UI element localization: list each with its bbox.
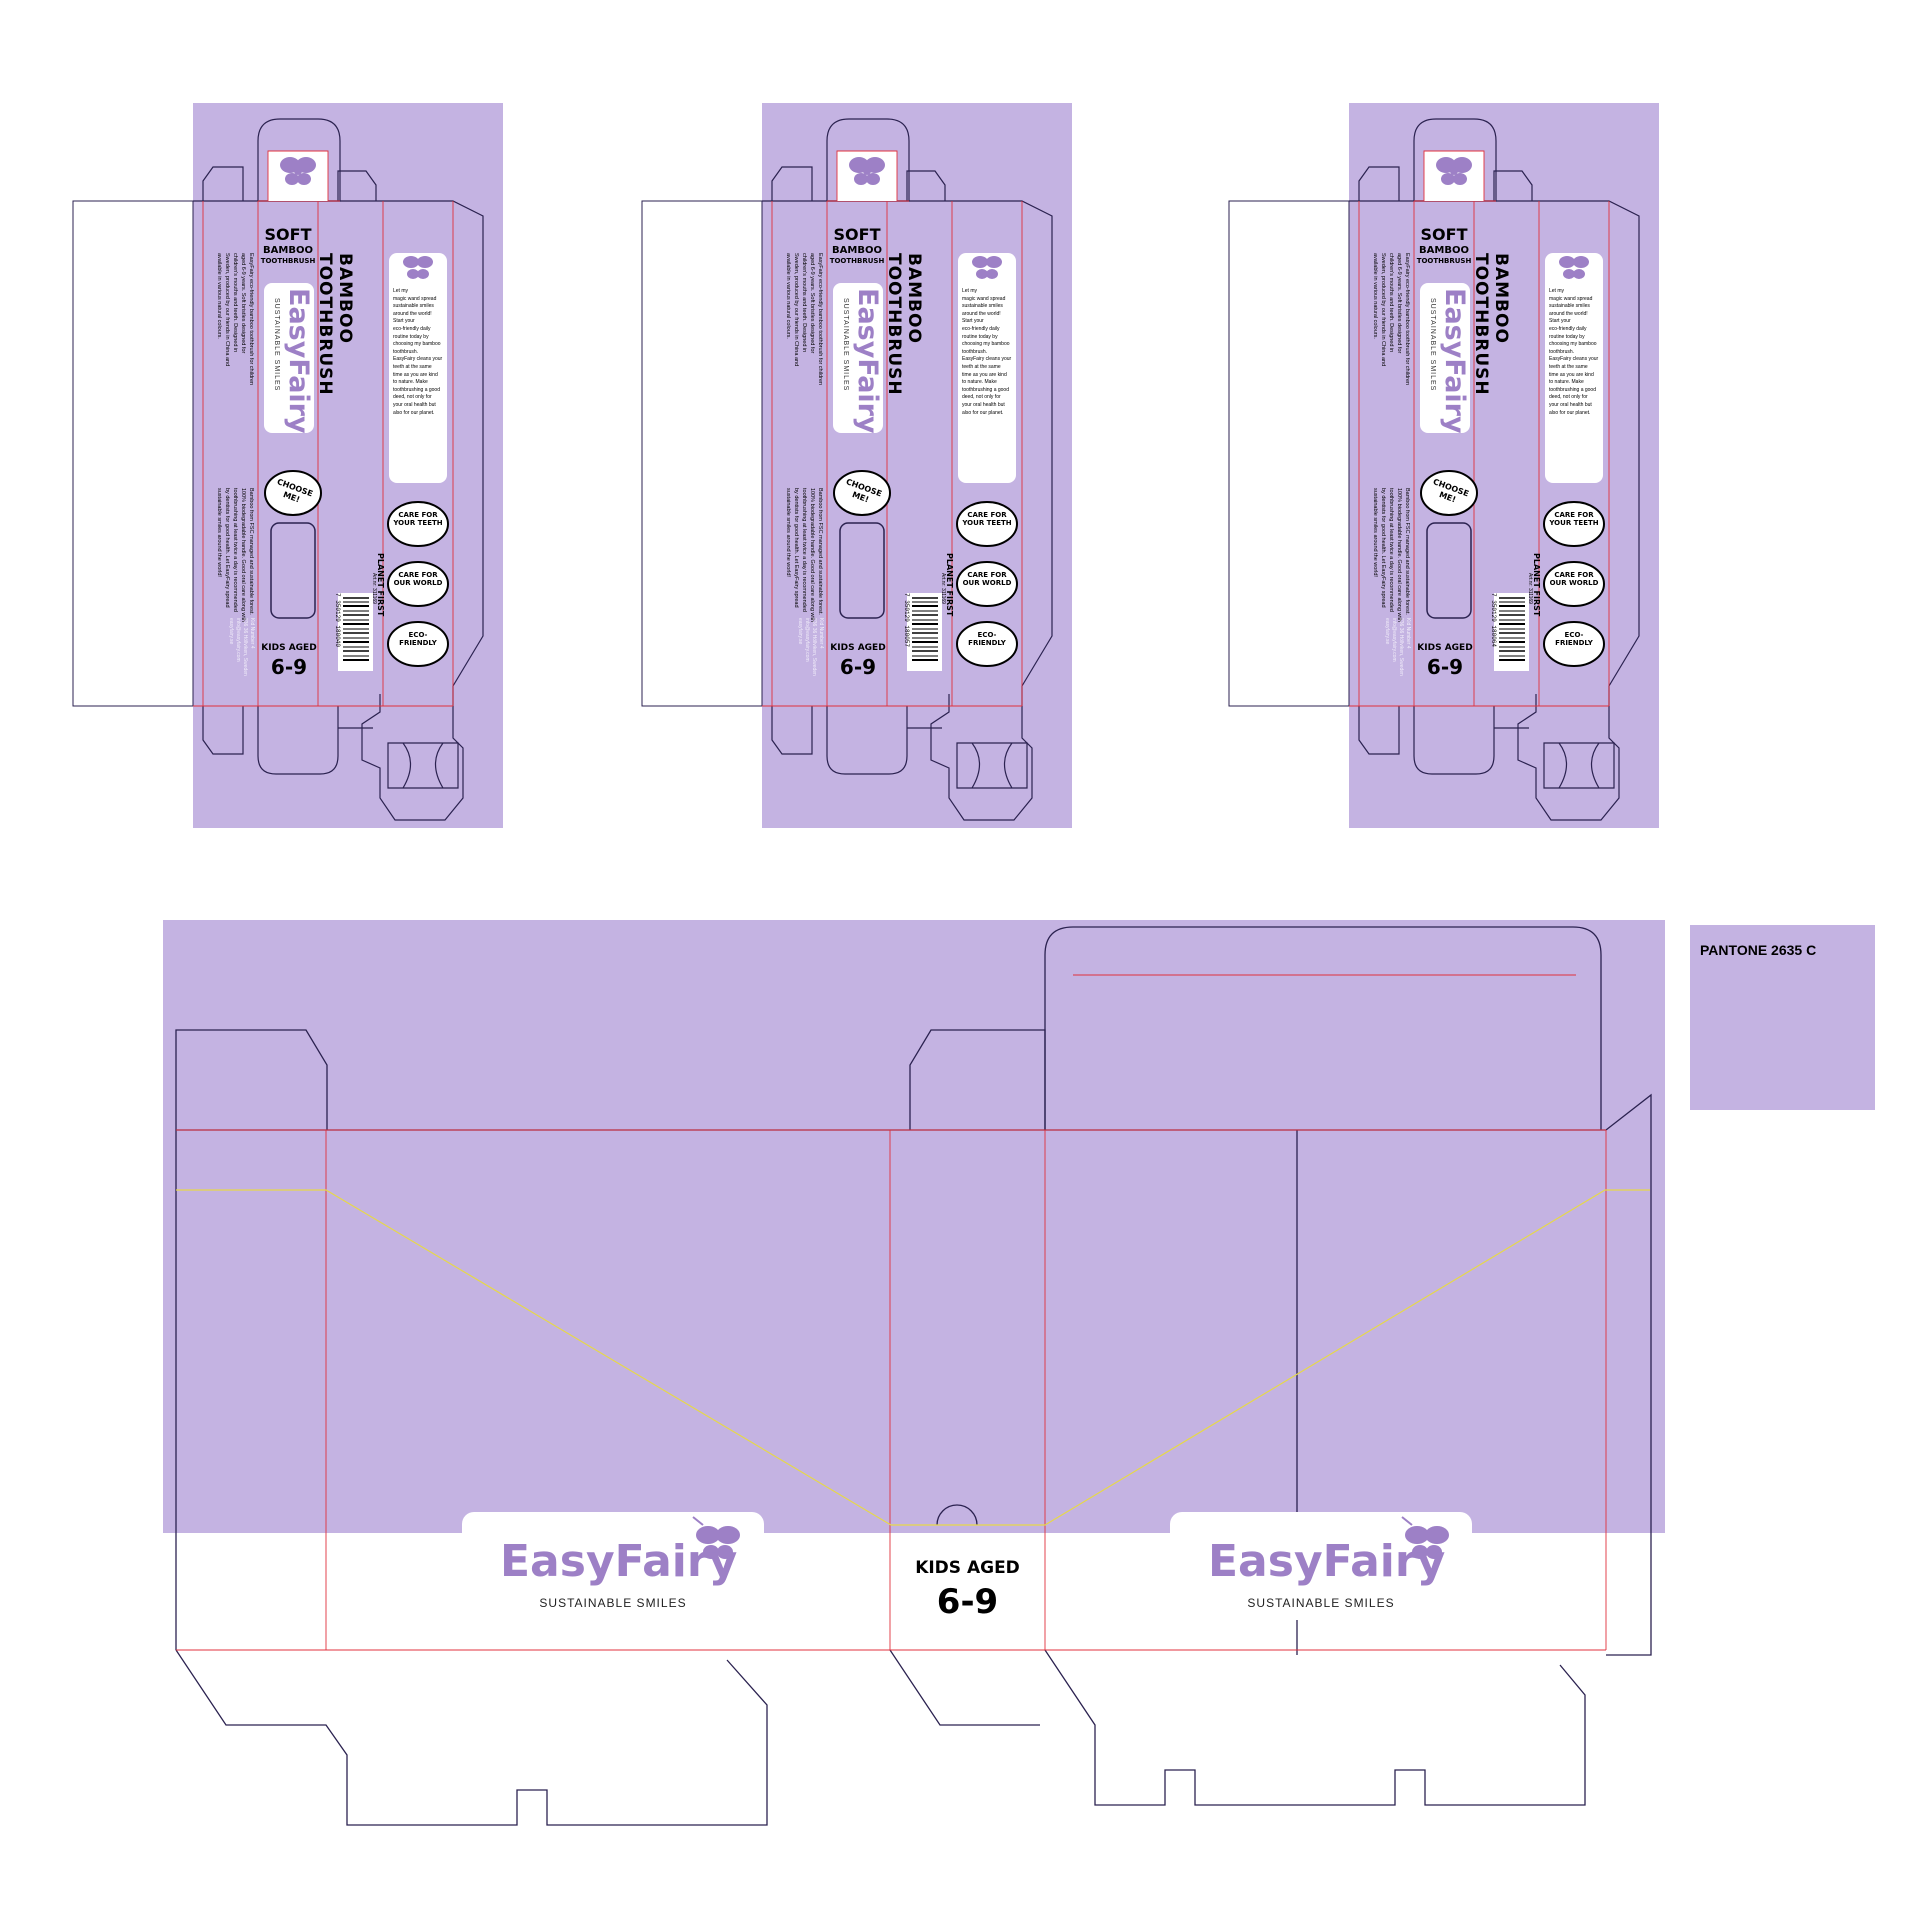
fairy-story-line: EasyFairy cleans your — [1549, 356, 1599, 363]
pantone-label: PANTONE 2635 C — [1700, 942, 1817, 958]
fairy-story-line: your oral health but — [393, 401, 436, 408]
fairy-story-line: EasyFairy cleans your — [962, 356, 1012, 363]
bamboo-label: BAMBOO — [1419, 245, 1469, 256]
logo-panel-right — [1170, 1512, 1472, 1620]
fairy-story-line: time as you are kind — [393, 371, 438, 378]
toothbrush-label: TOOTHBRUSH — [260, 257, 316, 265]
fairy-story-line: teeth at the same — [393, 363, 432, 370]
fairy-story-line: toothbrushing a good — [1549, 386, 1596, 393]
fairy-story-line: your oral health but — [1549, 401, 1592, 408]
fairy-story-line: sustainable smiles — [393, 303, 434, 310]
bubble-text: CARE FOR YOUR TEETH — [1549, 511, 1599, 527]
fairy-story-line: magic wand spread — [962, 295, 1006, 302]
fairy-story-line: Let my — [962, 288, 978, 294]
fairy-story-line: also for our planet. — [962, 409, 1004, 416]
fairy-icon — [1401, 1516, 1449, 1559]
toothbrush-label: TOOTHBRUSH — [829, 257, 885, 265]
large-box-glue-lines — [176, 1189, 1650, 1526]
pantone-swatch — [1690, 925, 1875, 1110]
big-box-age-range: 6-9 — [936, 1582, 999, 1622]
large-box-background — [163, 920, 1665, 1533]
fairy-story-line: Start your — [962, 318, 984, 325]
logo-panel-left — [462, 1512, 764, 1620]
fairy-story-line: magic wand spread — [393, 295, 437, 302]
fairy-story-line: sustainable smiles — [1549, 303, 1590, 310]
fairy-story-line: Let my — [393, 288, 409, 294]
soft-label: SOFT — [833, 225, 881, 244]
fairy-story-line: teeth at the same — [962, 363, 1001, 370]
fairy-story-line: choosing my bamboo — [1549, 341, 1597, 348]
fairy-story-line: your oral health but — [962, 401, 1005, 408]
fairy-icon — [692, 1516, 740, 1559]
bubble-text: CARE FOR YOUR TEETH — [393, 511, 443, 527]
fairy-story-line: eco-friendly daily — [1549, 325, 1587, 332]
fairy-story-line: also for our planet. — [393, 409, 435, 416]
fairy-story-line: routine today by — [962, 333, 998, 340]
fairy-story-line: toothbrush. — [393, 348, 419, 355]
fairy-story-line: around the world! — [393, 310, 432, 317]
fairy-story-line: sustainable smiles — [962, 303, 1003, 310]
fairy-story-line: toothbrush. — [1549, 348, 1575, 355]
fairy-story-line: time as you are kind — [1549, 371, 1594, 378]
fairy-story-line: toothbrushing a good — [393, 386, 440, 393]
age-range: 6-9 — [839, 655, 877, 679]
bamboo-label: BAMBOO — [832, 245, 882, 256]
fairy-story-line: eco-friendly daily — [962, 325, 1000, 332]
bubble-text: CARE FOR OUR WORLD — [1549, 571, 1599, 587]
bubble-text: ECO-FRIENDLY — [399, 631, 437, 647]
bubble-text: CARE FOR OUR WORLD — [393, 571, 443, 587]
bubble-text: CARE FOR YOUR TEETH — [962, 511, 1012, 527]
fairy-story-line: routine today by — [393, 333, 429, 340]
fairy-story-line: Start your — [393, 318, 415, 325]
kids-label: KIDS AGED — [830, 643, 886, 653]
bubble-text: ECO-FRIENDLY — [1555, 631, 1593, 647]
fairy-story-line: deed, not only for — [962, 394, 1001, 401]
fairy-story-line: routine today by — [1549, 333, 1585, 340]
logo-left-tagline: SUSTAINABLE SMILES — [539, 1596, 687, 1610]
fairy-story-line: choosing my bamboo — [962, 341, 1010, 348]
fairy-story-line: eco-friendly daily — [393, 325, 431, 332]
logo-left-name: EasyFairy — [500, 1536, 738, 1587]
logo-right-tagline: SUSTAINABLE SMILES — [1247, 1596, 1395, 1610]
bamboo-label: BAMBOO — [263, 245, 313, 256]
fairy-story-line: Let my — [1549, 288, 1565, 294]
fairy-story-line: Start your — [1549, 318, 1571, 325]
bubble-text: CARE FOR OUR WORLD — [962, 571, 1012, 587]
kids-label: KIDS AGED — [261, 643, 317, 653]
fairy-story-line: time as you are kind — [962, 371, 1007, 378]
fairy-story-line: deed, not only for — [1549, 394, 1588, 401]
fairy-story-line: teeth at the same — [1549, 363, 1588, 370]
toothbrush-label: TOOTHBRUSH — [1416, 257, 1472, 265]
fairy-story-line: to nature. Make — [393, 379, 428, 386]
kids-label: KIDS AGED — [1417, 643, 1473, 653]
soft-label: SOFT — [1420, 225, 1468, 244]
logo-right-name: EasyFairy — [1208, 1536, 1446, 1587]
fairy-story-line: to nature. Make — [1549, 379, 1584, 386]
fairy-story-line: around the world! — [1549, 310, 1588, 317]
soft-label: SOFT — [264, 225, 312, 244]
bubble-text: ECO-FRIENDLY — [968, 631, 1006, 647]
fairy-story-line: choosing my bamboo — [393, 341, 441, 348]
large-box-fold-lines — [176, 974, 1607, 1651]
fairy-story-line: magic wand spread — [1549, 295, 1593, 302]
fairy-story-line: around the world! — [962, 310, 1001, 317]
fairy-story-line: toothbrush. — [962, 348, 988, 355]
fairy-story-line: toothbrushing a good — [962, 386, 1009, 393]
fairy-story-line: deed, not only for — [393, 394, 432, 401]
age-range: 6-9 — [1426, 655, 1464, 679]
fairy-story-line: EasyFairy cleans your — [393, 356, 443, 363]
big-box-kids-label: KIDS AGED — [915, 1558, 1020, 1578]
age-range: 6-9 — [270, 655, 308, 679]
fairy-story-line: to nature. Make — [962, 379, 997, 386]
fairy-story-line: also for our planet. — [1549, 409, 1591, 416]
